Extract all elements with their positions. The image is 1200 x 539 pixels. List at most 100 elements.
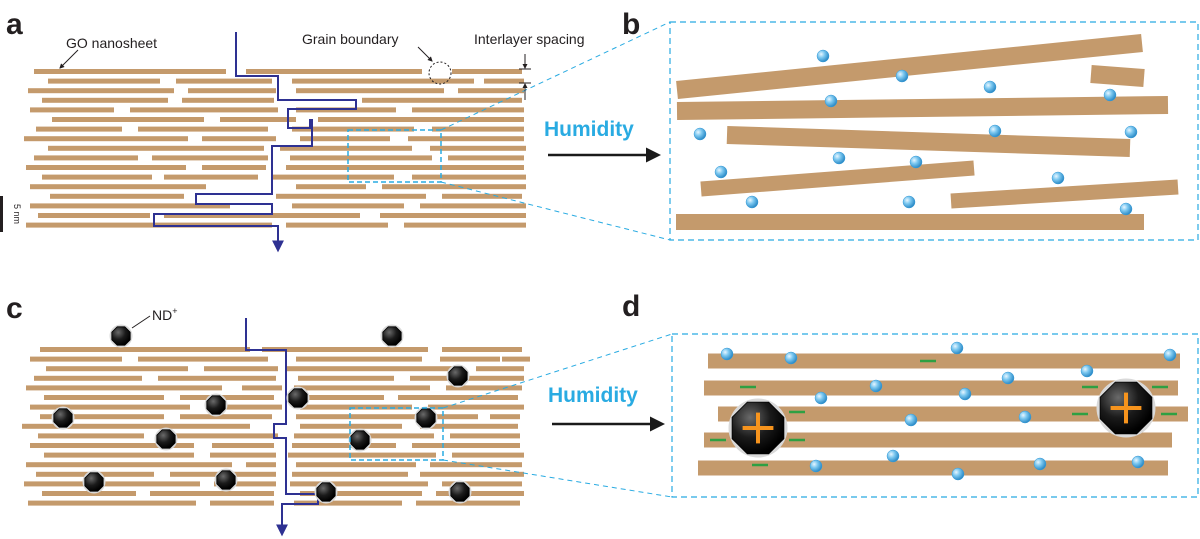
go-nanosheet <box>36 126 122 132</box>
go-nanosheet <box>38 433 144 439</box>
go-nanosheet <box>700 160 975 197</box>
go-nanosheet <box>214 481 276 487</box>
go-nanosheet <box>50 193 184 199</box>
go-nanosheet <box>220 117 296 122</box>
nd-label-sup: + <box>172 306 177 316</box>
panel-c-letter: c <box>6 292 23 325</box>
water-molecule-icon <box>904 413 918 427</box>
go-nanosheet <box>152 155 268 161</box>
go-nanosheet <box>292 126 414 132</box>
go-nanosheet <box>210 500 274 506</box>
water-molecule-icon <box>816 49 830 63</box>
go-nanosheet-pointer <box>59 49 79 69</box>
go-nanosheet <box>42 174 152 180</box>
go-nanosheet <box>298 375 394 381</box>
go-nanosheet <box>188 88 276 94</box>
water-molecule-icon <box>886 449 900 463</box>
water-molecule-icon <box>745 195 759 209</box>
nanodiamond-icon <box>109 324 133 348</box>
grain-boundary-path <box>153 32 357 253</box>
panel-b-letter: b <box>622 8 640 41</box>
water-molecule-icon <box>951 467 965 481</box>
grain-boundary-marker <box>428 61 452 85</box>
go-nanosheet <box>24 136 188 142</box>
go-nanosheet <box>420 471 524 477</box>
water-molecule-icon <box>895 69 909 83</box>
go-nanosheet <box>204 366 278 372</box>
go-nanosheet <box>300 136 390 142</box>
interlayer-spacing-marker <box>519 54 531 100</box>
nanodiamond-body <box>448 366 468 386</box>
nanodiamond-icon <box>82 470 106 494</box>
water-molecule-icon <box>1001 371 1015 385</box>
go-nanosheet <box>450 433 520 439</box>
go-nanosheet <box>34 155 138 161</box>
humidity-label-bottom: Humidity <box>548 384 638 407</box>
grain-boundary-pointer <box>417 46 433 62</box>
go-nanosheet <box>476 366 524 372</box>
go-nanosheet <box>150 491 274 496</box>
nanodiamond-icon <box>204 393 228 417</box>
go-nanosheet <box>382 184 526 190</box>
go-nanosheet <box>300 404 412 410</box>
water-molecule-icon <box>1080 364 1094 378</box>
go-nanosheet <box>676 96 1169 120</box>
nanodiamond-body <box>206 395 226 415</box>
go-nanosheet <box>202 136 276 142</box>
go-nanosheet <box>242 385 282 391</box>
humidity-label-top: Humidity <box>544 118 634 141</box>
water-molecule-icon <box>909 155 923 169</box>
go-nanosheet-stack-a <box>24 69 526 228</box>
panel-d-letter: d <box>622 290 640 323</box>
go-nanosheet <box>48 78 160 84</box>
zoom-box-a <box>347 129 442 183</box>
go-nanosheet <box>452 69 522 74</box>
nanodiamond-icon <box>1096 378 1156 438</box>
nanodiamond-body <box>350 430 370 450</box>
go-nanosheet <box>180 395 274 400</box>
zoom-line-c-top <box>442 333 673 409</box>
zoom-frame-b <box>669 21 1199 241</box>
go-nanosheet <box>160 433 278 439</box>
go-nanosheet <box>300 423 402 429</box>
go-nanosheet <box>276 193 426 199</box>
go-nanosheet <box>272 174 394 180</box>
grain-boundary-label: Grain boundary <box>302 31 399 47</box>
go-nanosheet <box>412 443 520 448</box>
go-nanosheet <box>202 165 266 170</box>
go-nanosheet <box>296 414 478 420</box>
go-nanosheet <box>40 414 164 420</box>
water-molecule-icon <box>784 351 798 365</box>
panel-c: ND+ <box>22 306 673 537</box>
nanodiamond-body <box>84 472 104 492</box>
go-nanosheet <box>34 69 226 74</box>
go-nanosheet <box>294 500 402 506</box>
water-molecule-icon <box>988 124 1002 138</box>
zoom-frame-d <box>671 333 1199 498</box>
go-nanosheet <box>408 136 524 142</box>
go-nanosheet <box>30 404 190 410</box>
nanodiamond-icon <box>728 398 788 458</box>
go-nanosheet <box>30 184 206 190</box>
nanodiamond-icon <box>380 324 404 348</box>
go-nanosheet <box>52 117 204 122</box>
go-nanosheet <box>416 500 520 506</box>
water-molecule-icon <box>1103 88 1117 102</box>
go-nanosheet <box>296 184 366 190</box>
go-nanosheet <box>24 481 200 487</box>
go-nanosheet <box>452 452 524 458</box>
go-nanosheet <box>30 107 114 113</box>
go-nanosheet <box>458 88 524 94</box>
go-nanosheet <box>420 423 518 429</box>
water-molecule-icon <box>983 80 997 94</box>
water-molecule-icon <box>832 151 846 165</box>
nanodiamond-icon <box>286 386 310 410</box>
zoom-box-c <box>349 407 444 461</box>
go-nanosheet <box>290 395 384 400</box>
go-nanosheet <box>42 97 168 103</box>
go-nanosheet <box>164 213 360 218</box>
nanodiamond-body <box>416 408 436 428</box>
go-nanosheet-stack-b <box>676 34 1179 230</box>
go-nanosheet <box>412 174 526 180</box>
go-nanosheet <box>292 443 396 448</box>
